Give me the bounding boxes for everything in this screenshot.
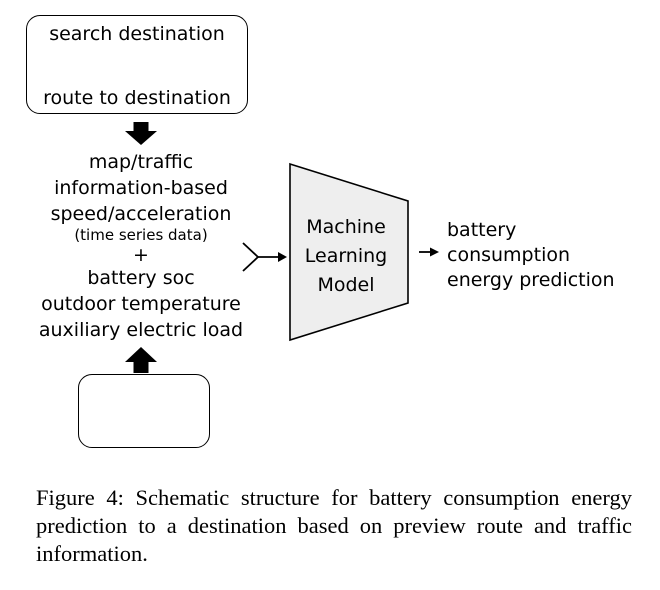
plus-sign: + bbox=[133, 244, 149, 266]
output-line-3: energy prediction bbox=[447, 269, 615, 291]
car-to-inputs-arrow bbox=[125, 347, 157, 373]
figure-caption-text: Figure 4: Schematic structure for batter… bbox=[36, 485, 632, 566]
model-line-1: Machine bbox=[306, 216, 386, 238]
model-output-arrow bbox=[419, 247, 439, 257]
inputs-merge-arrow bbox=[242, 242, 287, 272]
route-to-destination-label: route to destination bbox=[43, 87, 231, 109]
input-line-1: map/traffic bbox=[88, 151, 194, 173]
model-line-2: Learning bbox=[304, 245, 388, 267]
outdoor-temperature-label: outdoor temperature bbox=[41, 293, 241, 315]
time-series-note: (time series data) bbox=[74, 226, 208, 244]
input-line-2: information-based bbox=[54, 177, 228, 199]
battery-soc-label: battery soc bbox=[87, 267, 195, 289]
ml-model-shape bbox=[289, 162, 409, 342]
route-to-inputs-arrow bbox=[125, 122, 157, 145]
figure-caption: Figure 4: Schematic structure for batter… bbox=[36, 484, 632, 568]
auxiliary-load-label: auxiliary electric load bbox=[38, 319, 244, 341]
search-route-box bbox=[26, 15, 248, 114]
output-line-2: consumption bbox=[447, 244, 571, 266]
output-line-1: battery bbox=[447, 219, 517, 241]
search-destination-label: search destination bbox=[49, 23, 225, 45]
input-line-3: speed/acceleration bbox=[50, 203, 232, 225]
model-line-3: Model bbox=[317, 274, 375, 296]
car-box bbox=[78, 374, 210, 448]
